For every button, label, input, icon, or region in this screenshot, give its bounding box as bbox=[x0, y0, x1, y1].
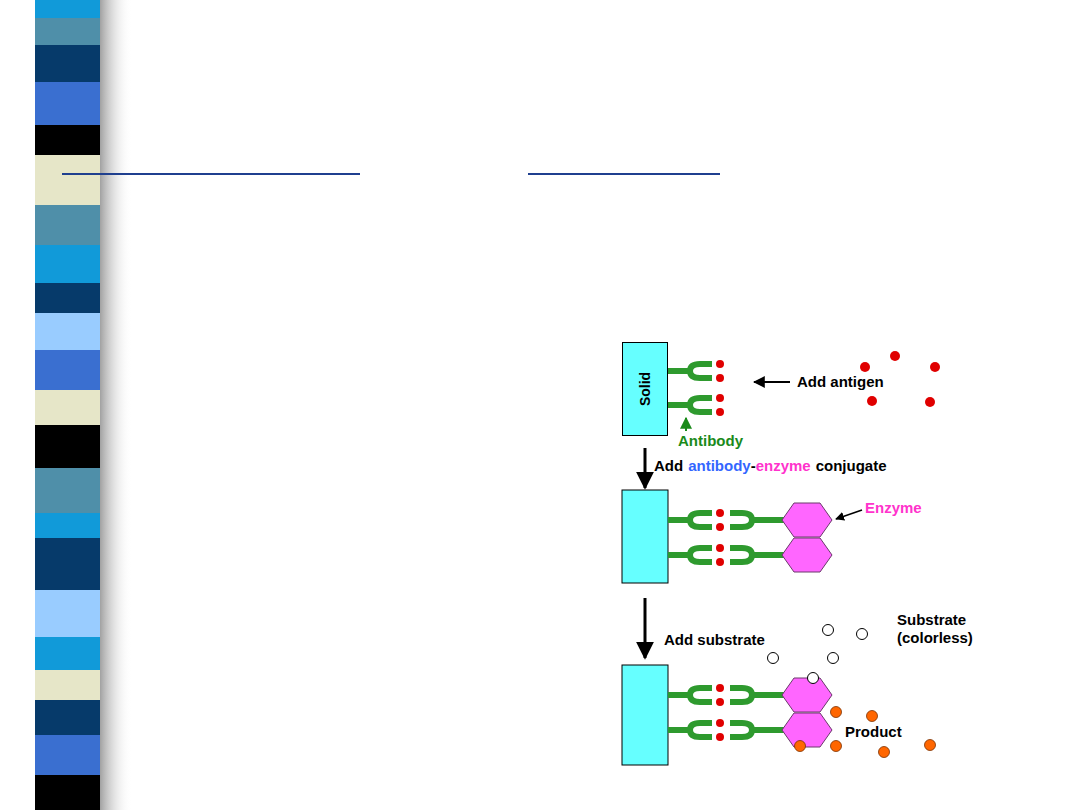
capture-antibody bbox=[668, 688, 712, 702]
pointer-arrow bbox=[754, 381, 790, 383]
product-dot bbox=[831, 707, 842, 718]
antigen-dot bbox=[716, 544, 724, 552]
antigen-dot bbox=[716, 558, 724, 566]
bar-stripe bbox=[35, 18, 100, 45]
detection-antibody bbox=[730, 688, 784, 702]
enzyme-hexagon bbox=[782, 538, 832, 572]
bar-stripe bbox=[35, 735, 100, 775]
step-arrow bbox=[644, 598, 647, 658]
capture-antibody bbox=[668, 364, 712, 378]
step-label-part: antibody bbox=[688, 457, 751, 475]
antigen-dot bbox=[716, 719, 724, 727]
product-dot bbox=[831, 741, 842, 752]
bar-stripe bbox=[35, 513, 100, 538]
enzyme-hexagon bbox=[782, 678, 832, 712]
bar-stripe bbox=[35, 425, 100, 468]
bar-stripe bbox=[35, 313, 100, 350]
bar-stripe bbox=[35, 670, 100, 700]
step-label-part: conjugate bbox=[816, 457, 887, 475]
bar-stripe bbox=[35, 125, 100, 155]
step-label-part: enzyme bbox=[756, 457, 811, 475]
free-antigen bbox=[867, 396, 877, 406]
capture-antibody bbox=[668, 723, 712, 737]
step-arrow bbox=[644, 448, 647, 488]
bar-stripe bbox=[35, 82, 100, 125]
substrate-circle bbox=[808, 673, 819, 684]
antigen-dot bbox=[716, 698, 724, 706]
step-label-part: - bbox=[751, 457, 756, 475]
title-underline bbox=[62, 173, 360, 175]
diagram-label: Substrate (colorless) bbox=[897, 611, 1007, 647]
diagram-label: Add substrate bbox=[664, 631, 765, 649]
antigen-dot bbox=[716, 523, 724, 531]
bar-stripe bbox=[35, 775, 100, 810]
bar-stripe bbox=[35, 245, 100, 283]
bar-shadow bbox=[100, 0, 132, 810]
bar-stripe bbox=[35, 700, 100, 735]
capture-antibody bbox=[668, 513, 712, 527]
antigen-dot bbox=[716, 374, 724, 382]
free-antigen bbox=[890, 351, 900, 361]
diagram-label: Add antigen bbox=[797, 373, 884, 391]
solid-phase-box bbox=[622, 490, 668, 583]
product-dot bbox=[795, 741, 806, 752]
product-dot bbox=[867, 711, 878, 722]
bar-stripe bbox=[35, 350, 100, 390]
detection-antibody bbox=[730, 513, 784, 527]
step-label-part: Add bbox=[654, 457, 683, 475]
substrate-circle bbox=[828, 653, 839, 664]
substrate-circle bbox=[768, 653, 779, 664]
pointer-arrow bbox=[685, 418, 687, 431]
solid-phase-box bbox=[622, 665, 668, 765]
bar-stripe bbox=[35, 205, 100, 245]
product-dot bbox=[925, 740, 936, 751]
free-antigen bbox=[925, 397, 935, 407]
detection-antibody bbox=[730, 723, 784, 737]
enzyme-hexagon bbox=[782, 713, 832, 747]
diagram-label: Antibody bbox=[678, 432, 743, 450]
bar-stripe bbox=[35, 590, 100, 637]
title-underline bbox=[528, 173, 720, 175]
bar-stripe bbox=[35, 390, 100, 425]
free-antigen bbox=[860, 362, 870, 372]
antigen-dot bbox=[716, 733, 724, 741]
striped-bar bbox=[35, 0, 100, 810]
diagram-label: Product bbox=[845, 723, 902, 741]
bar-stripe bbox=[35, 283, 100, 313]
bar-stripe bbox=[35, 45, 100, 82]
substrate-circle bbox=[857, 629, 868, 640]
substrate-circle bbox=[823, 625, 834, 636]
antigen-dot bbox=[716, 684, 724, 692]
product-dot bbox=[879, 747, 890, 758]
bar-stripe bbox=[35, 538, 100, 590]
enzyme-hexagon bbox=[782, 503, 832, 537]
solid-phase-box: Solid bbox=[622, 342, 668, 436]
elisa-illustration bbox=[622, 351, 940, 765]
free-antigen bbox=[930, 362, 940, 372]
box-label: Solid bbox=[637, 372, 653, 406]
antigen-dot bbox=[716, 408, 724, 416]
antigen-dot bbox=[716, 509, 724, 517]
detection-antibody bbox=[730, 548, 784, 562]
bar-stripe bbox=[35, 0, 100, 18]
bar-stripe bbox=[35, 155, 100, 205]
pointer-arrow bbox=[836, 510, 862, 519]
capture-antibody bbox=[668, 398, 712, 412]
bar-stripe bbox=[35, 468, 100, 513]
diagram-label: Enzyme bbox=[865, 499, 922, 517]
bar-stripe bbox=[35, 637, 100, 670]
step-label-row: Add antibody-enzyme conjugate bbox=[654, 457, 887, 475]
antigen-dot bbox=[716, 394, 724, 402]
capture-antibody bbox=[668, 548, 712, 562]
antigen-dot bbox=[716, 360, 724, 368]
